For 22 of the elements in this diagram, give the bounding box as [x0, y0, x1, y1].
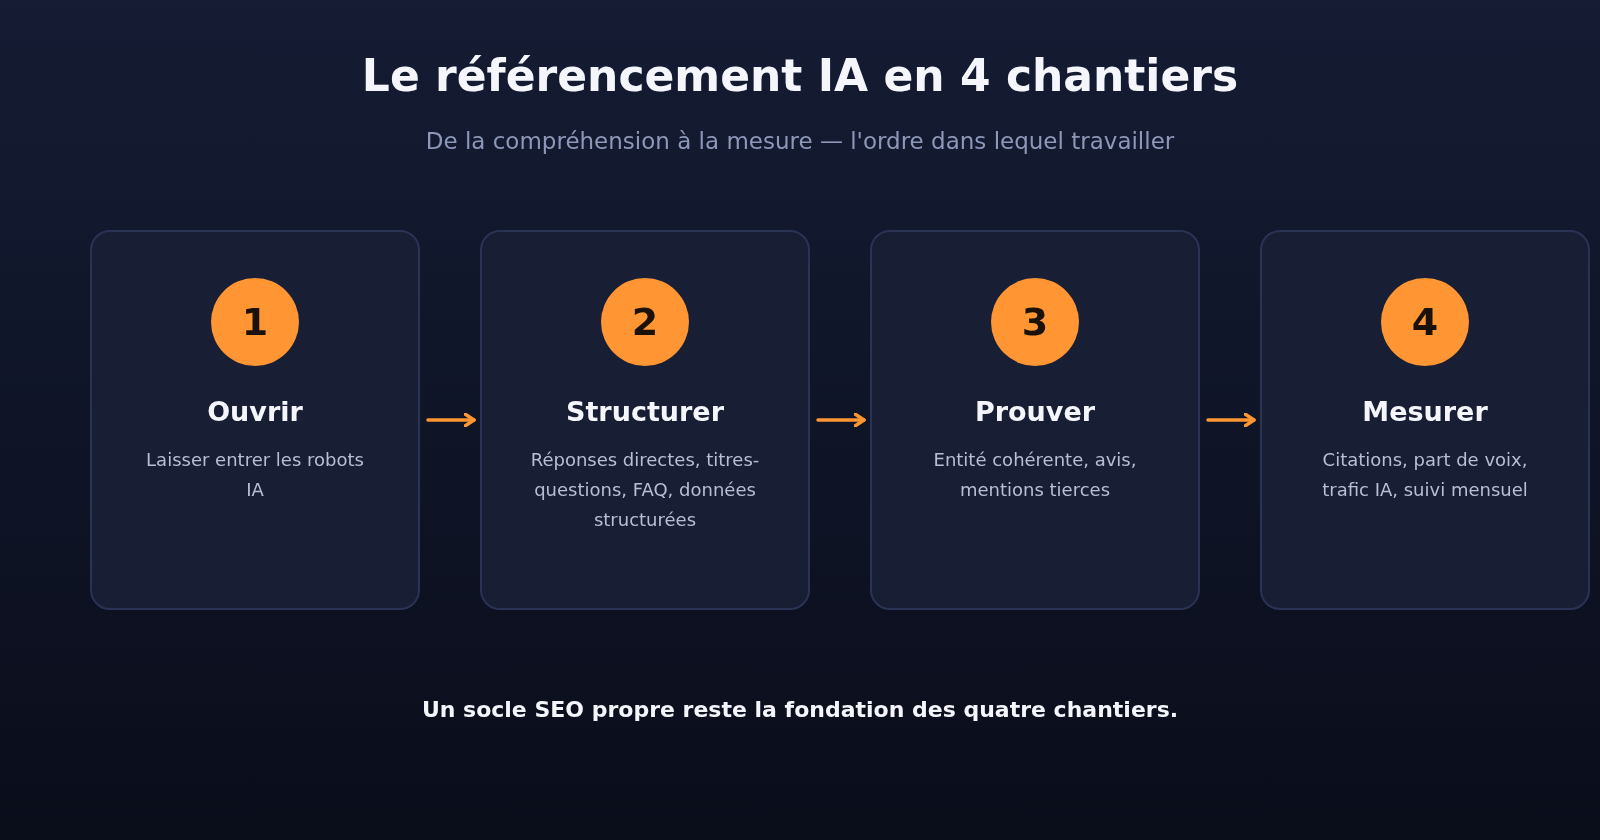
step-number: 3: [991, 278, 1079, 366]
step-number: 1: [211, 278, 299, 366]
step-number: 4: [1381, 278, 1469, 366]
subtitle: De la compréhension à la mesure — l'ordre dans lequel travailler: [425, 128, 1175, 154]
arrow: [1206, 412, 1256, 428]
step-title: Structurer: [566, 396, 724, 427]
step-card: [90, 230, 420, 610]
step-card: [1260, 230, 1590, 610]
step-description: Laisser entrer les robots IA: [145, 448, 365, 502]
step-card: [870, 230, 1200, 610]
caption: Un socle SEO propre reste la fondation des quatre chantiers.: [421, 697, 1179, 722]
step-title: Mesurer: [1362, 396, 1488, 427]
step-title: Prouver: [974, 396, 1096, 427]
title: Le référencement IA en 4 chantiers: [361, 50, 1239, 101]
step-card: [480, 230, 810, 610]
step-description: Citations, part de voix, trafic IA, suivi mensuel: [1321, 448, 1529, 502]
step-description: Réponses directes, titres-questions, FAQ, données structurées: [530, 448, 760, 532]
arrow: [426, 412, 476, 428]
step-title: Ouvrir: [207, 396, 303, 427]
step-number: 2: [601, 278, 689, 366]
arrow: [816, 412, 866, 428]
step-description: Entité cohérente, avis, mentions tierces: [932, 448, 1138, 502]
